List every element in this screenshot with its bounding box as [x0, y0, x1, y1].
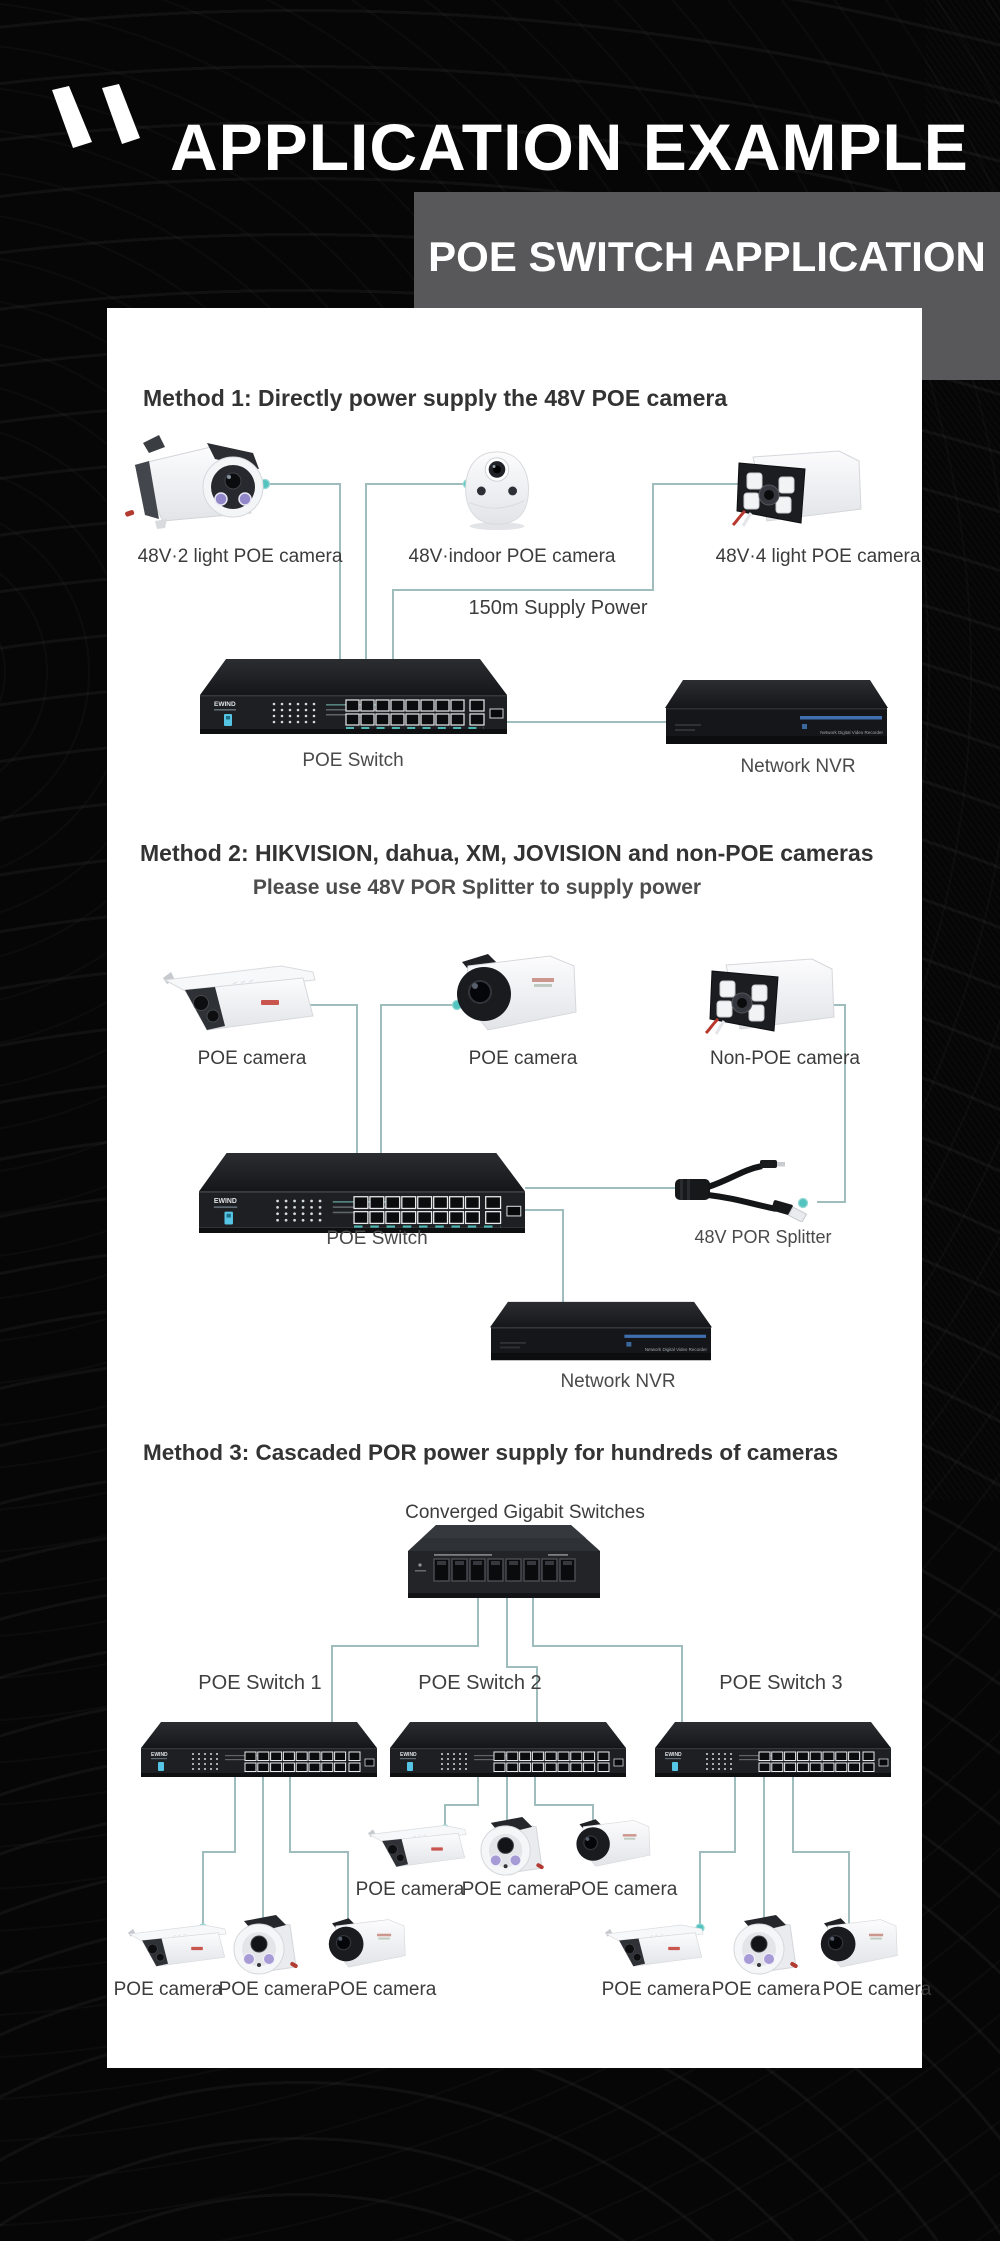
camera-label: Non-POE camera — [710, 1048, 860, 1069]
camera-label: POE camera — [355, 1879, 465, 1900]
hikvision-bullet-camera-icon — [558, 1818, 653, 1870]
round-face-camera-icon — [728, 1913, 801, 1978]
method2-title: Method 2: HIKVISION, dahua, XM, JOVISION… — [140, 840, 874, 866]
nvr-device — [490, 1300, 712, 1363]
page-title: APPLICATION EXAMPLE — [170, 110, 969, 184]
camera-label: POE camera — [461, 1879, 571, 1900]
dahua-bullet-camera-icon — [163, 958, 318, 1036]
supply-power-label: 150m Supply Power — [468, 597, 648, 619]
round-face-camera-icon — [475, 1815, 547, 1879]
poe-switch2-label: POE Switch 2 — [418, 1672, 542, 1694]
poe-switch-device — [141, 1722, 377, 1777]
method1-title: Method 1: Directly power supply the 48V … — [143, 385, 728, 411]
camera-label: POE camera — [113, 1979, 223, 2000]
converged-switch-label: Converged Gigabit Switches — [405, 1502, 645, 1523]
camera-label: POE camera — [468, 1048, 578, 1069]
poe-switch-device — [199, 1153, 525, 1233]
bullet-4light-camera-icon — [727, 447, 862, 527]
banner-title: POE SWITCH APPLICATION — [428, 233, 986, 280]
camera-label: 48V·4 light POE camera — [715, 546, 921, 567]
nvr-label: Network NVR — [740, 756, 856, 777]
nvr-label: Network NVR — [560, 1371, 676, 1392]
bullet-2light-camera-icon — [115, 425, 270, 535]
camera-label: POE camera — [327, 1979, 437, 2000]
poe-switch-label: POE Switch — [326, 1228, 428, 1249]
dahua-bullet-camera-icon — [368, 1818, 468, 1873]
nvr-device — [665, 678, 888, 747]
dome-camera-icon — [452, 446, 540, 532]
method2-subtitle: Please use 48V POR Splitter to supply po… — [252, 876, 702, 899]
camera-label: POE camera — [711, 1979, 821, 2000]
camera-label: POE camera — [822, 1979, 932, 2000]
poe-switch-label: POE Switch — [302, 750, 404, 771]
poe-switch-device — [200, 659, 507, 734]
double-slash-icon — [52, 84, 140, 148]
poe-switch-device — [390, 1722, 626, 1777]
dahua-bullet-camera-icon — [128, 1917, 228, 1973]
camera-label: POE camera — [218, 1979, 328, 2000]
camera-label: 48V·indoor POE camera — [408, 546, 616, 567]
camera-label: 48V·2 light POE camera — [137, 546, 343, 567]
camera-label: POE camera — [568, 1879, 678, 1900]
method3-title: Method 3: Cascaded POR power supply for … — [143, 1440, 839, 1465]
poe-switch1-label: POE Switch 1 — [198, 1672, 322, 1694]
round-face-camera-icon — [228, 1913, 301, 1978]
dahua-bullet-camera-icon — [605, 1917, 705, 1973]
hikvision-bullet-camera-icon — [308, 1917, 410, 1971]
splitter-label: 48V POR Splitter — [694, 1227, 832, 1247]
por-splitter-icon — [670, 1152, 835, 1222]
camera-label: POE camera — [601, 1979, 711, 2000]
non-poe-camera-icon — [700, 955, 835, 1035]
poe-switch3-label: POE Switch 3 — [719, 1672, 843, 1694]
converged-gigabit-switch-device — [408, 1525, 600, 1598]
hikvision-bullet-camera-icon — [428, 952, 580, 1036]
hikvision-bullet-camera-icon — [800, 1917, 902, 1971]
poe-switch-device — [655, 1722, 891, 1777]
camera-label: POE camera — [197, 1048, 307, 1069]
